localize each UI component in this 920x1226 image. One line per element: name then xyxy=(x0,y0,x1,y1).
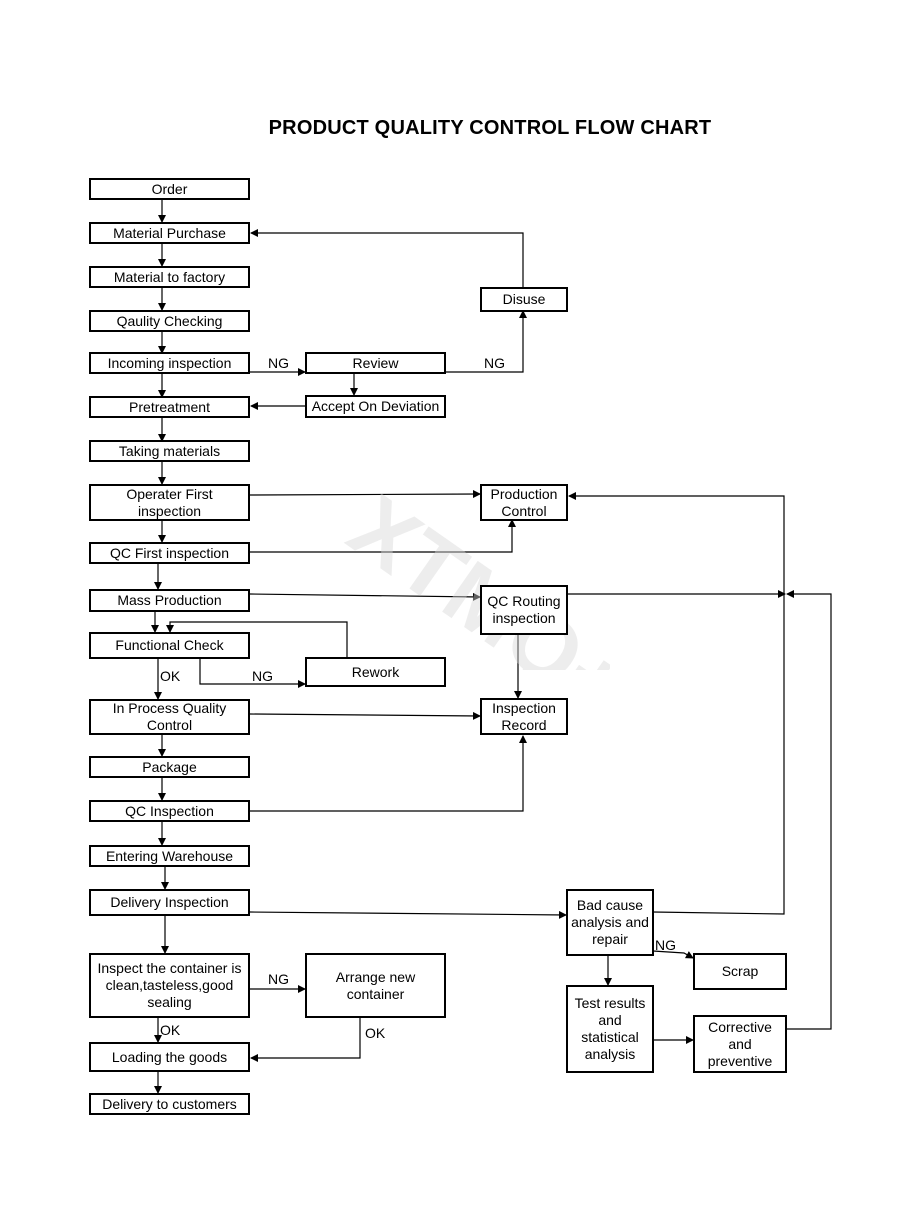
rework-box: Rework xyxy=(305,657,446,687)
bad-cause-analysis-box: Bad cause analysis and repair xyxy=(566,889,654,956)
scrap-box: Scrap xyxy=(693,953,787,990)
ok-label-container: OK xyxy=(160,1022,181,1038)
ok-label-functional: OK xyxy=(160,668,181,684)
arrange-new-container-box: Arrange new container xyxy=(305,953,446,1018)
inspect-container-box: Inspect the container is clean,tasteless… xyxy=(89,953,250,1018)
in-process-quality-control-box: In Process Quality Control xyxy=(89,699,250,735)
loading-goods-box: Loading the goods xyxy=(89,1042,250,1072)
pretreatment-box: Pretreatment xyxy=(89,396,250,418)
delivery-inspection-box: Delivery Inspection xyxy=(89,889,250,916)
ng-label-functional: NG xyxy=(252,668,273,684)
quality-checking-box: Qaulity Checking xyxy=(89,310,250,332)
ng-label-bad-cause: NG xyxy=(655,937,676,953)
ng-label-incoming: NG xyxy=(268,355,289,371)
qc-first-inspection-box: QC First inspection xyxy=(89,542,250,564)
test-results-box: Test results and statistical analysis xyxy=(566,985,654,1073)
order-box: Order xyxy=(89,178,250,200)
taking-materials-box: Taking materials xyxy=(89,440,250,462)
accept-on-deviation-box: Accept On Deviation xyxy=(305,395,446,418)
delivery-to-customers-box: Delivery to customers xyxy=(89,1093,250,1115)
material-purchase-box: Material Purchase xyxy=(89,222,250,244)
ng-label-container: NG xyxy=(268,971,289,987)
incoming-inspection-box: Incoming inspection xyxy=(89,352,250,374)
inspection-record-box: Inspection Record xyxy=(480,698,568,735)
page-title: PRODUCT QUALITY CONTROL FLOW CHART xyxy=(268,117,712,139)
production-control-box: Production Control xyxy=(480,484,568,521)
disuse-box: Disuse xyxy=(480,287,568,312)
qc-inspection-box: QC Inspection xyxy=(89,800,250,822)
operator-first-inspection-box: Operater First inspection xyxy=(89,484,250,521)
package-box: Package xyxy=(89,756,250,778)
functional-check-box: Functional Check xyxy=(89,632,250,659)
qc-routing-inspection-box: QC Routing inspection xyxy=(480,585,568,635)
mass-production-box: Mass Production xyxy=(89,589,250,612)
ng-label-review: NG xyxy=(484,355,505,371)
corrective-preventive-box: Corrective and preventive xyxy=(693,1015,787,1073)
entering-warehouse-box: Entering Warehouse xyxy=(89,845,250,867)
material-to-factory-box: Material to factory xyxy=(89,266,250,288)
ok-label-arrange: OK xyxy=(365,1025,386,1041)
review-box: Review xyxy=(305,352,446,374)
